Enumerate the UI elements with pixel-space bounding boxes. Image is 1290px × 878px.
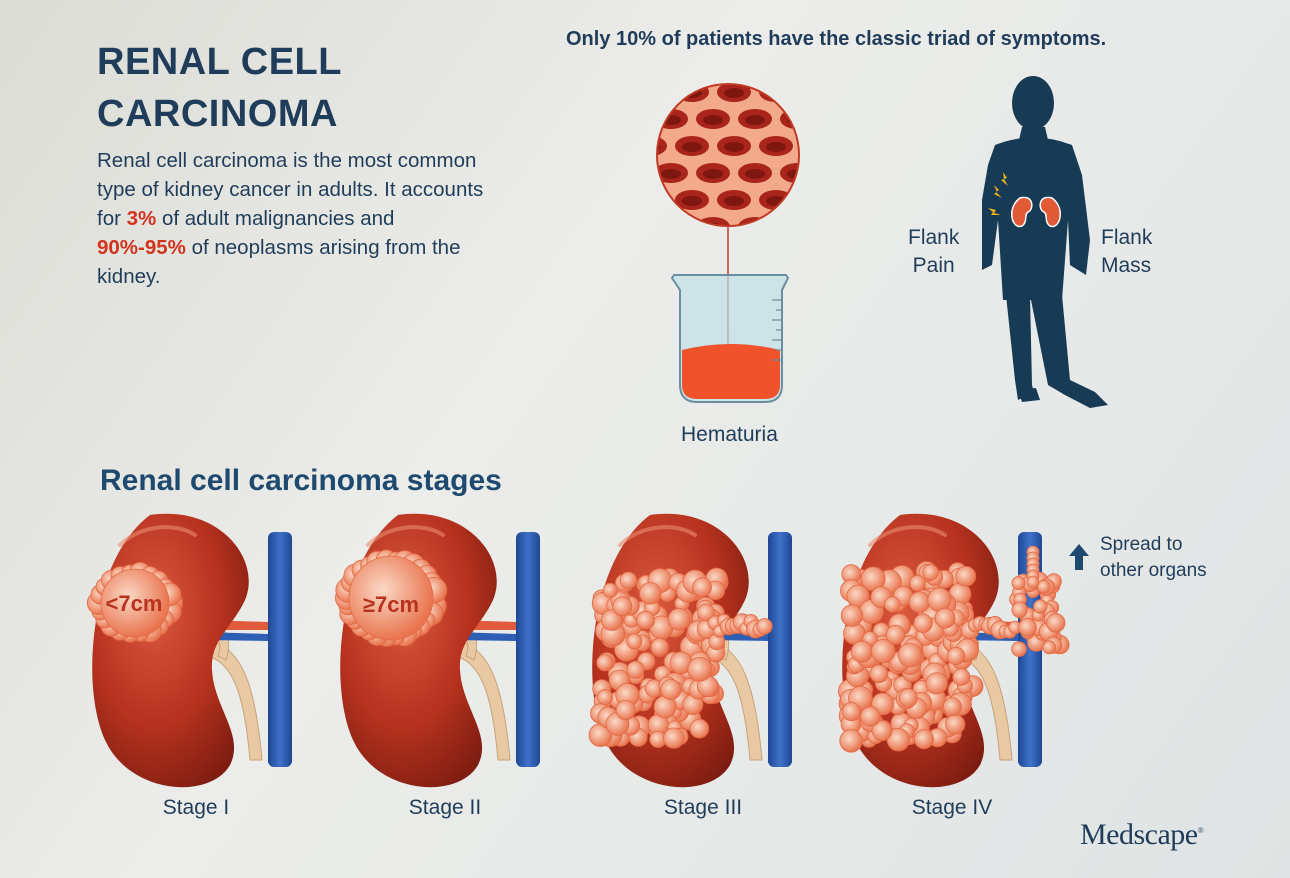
blood-cell <box>843 190 877 210</box>
stage-2-tumor-size: ≥7cm <box>363 592 419 617</box>
stage-1-kidney: <7cm <box>86 513 292 788</box>
blood-cell <box>843 136 877 156</box>
blood-cell <box>822 163 856 183</box>
man-silhouette-icon <box>982 76 1108 408</box>
blood-cell <box>675 84 709 102</box>
vein-icon <box>768 532 792 767</box>
medscape-logo: Medscape® <box>1080 818 1204 851</box>
stage-1-label: Stage I <box>162 796 230 819</box>
blood-cell <box>843 82 877 102</box>
arrow-up-icon <box>1069 544 1089 570</box>
beaker-icon <box>670 274 790 403</box>
blood-cell <box>657 190 667 210</box>
flank-mass-label: Flank Mass <box>1101 226 1153 277</box>
blood-cell <box>822 109 856 129</box>
blood-cell <box>657 163 688 183</box>
triad-heading: Only 10% of patients have the classic tr… <box>566 28 1107 50</box>
pain-burst-icon <box>988 172 1008 215</box>
blood-cell <box>864 163 898 183</box>
blood-cell <box>738 109 772 129</box>
blood-cell <box>657 217 688 226</box>
blood-cell <box>696 163 730 183</box>
flank-pain-label: Flank Pain <box>908 226 960 277</box>
stage-2-label: Stage II <box>408 796 482 819</box>
vein-icon <box>516 532 540 767</box>
blood-cell <box>759 136 793 156</box>
stages-heading: Renal cell carcinoma stages <box>100 464 502 497</box>
blood-cell <box>864 109 898 129</box>
kidney-icon <box>1011 196 1061 228</box>
stat-90-95-percent: 90%-95% <box>97 236 186 259</box>
blood-cell <box>717 84 751 102</box>
vein-icon <box>268 532 292 767</box>
blood-cell <box>657 136 667 156</box>
blood-cell <box>801 190 835 210</box>
blood-cell <box>801 82 835 102</box>
blood-cell <box>717 136 751 156</box>
blood-cell <box>801 136 835 156</box>
blood-cell <box>675 136 709 156</box>
spread-label: Spread to other organs <box>1100 534 1207 581</box>
stat-3-percent: 3% <box>126 207 157 230</box>
hematuria-label: Hematuria <box>681 423 778 446</box>
blood-cell <box>780 217 799 226</box>
stage-2-kidney: ≥7cm <box>335 513 540 788</box>
stage-1-tumor-size: <7cm <box>106 591 163 616</box>
blood-cell <box>696 109 730 129</box>
stage-3-label: Stage III <box>663 796 743 819</box>
blood-cell <box>864 217 898 237</box>
blood-cell <box>657 84 667 102</box>
blood-cell <box>717 190 751 210</box>
blood-cell <box>759 84 793 102</box>
blood-cell <box>675 190 709 210</box>
blood-cell <box>822 217 856 237</box>
stage-3-kidney <box>588 513 792 788</box>
stage-4-kidney <box>838 513 1070 788</box>
intro-paragraph: Renal cell carcinoma is the most common … <box>97 149 484 288</box>
blood-cell <box>738 163 772 183</box>
stage-4-label: Stage IV <box>911 796 993 819</box>
page-title: RENAL CELL CARCINOMA <box>97 41 342 135</box>
